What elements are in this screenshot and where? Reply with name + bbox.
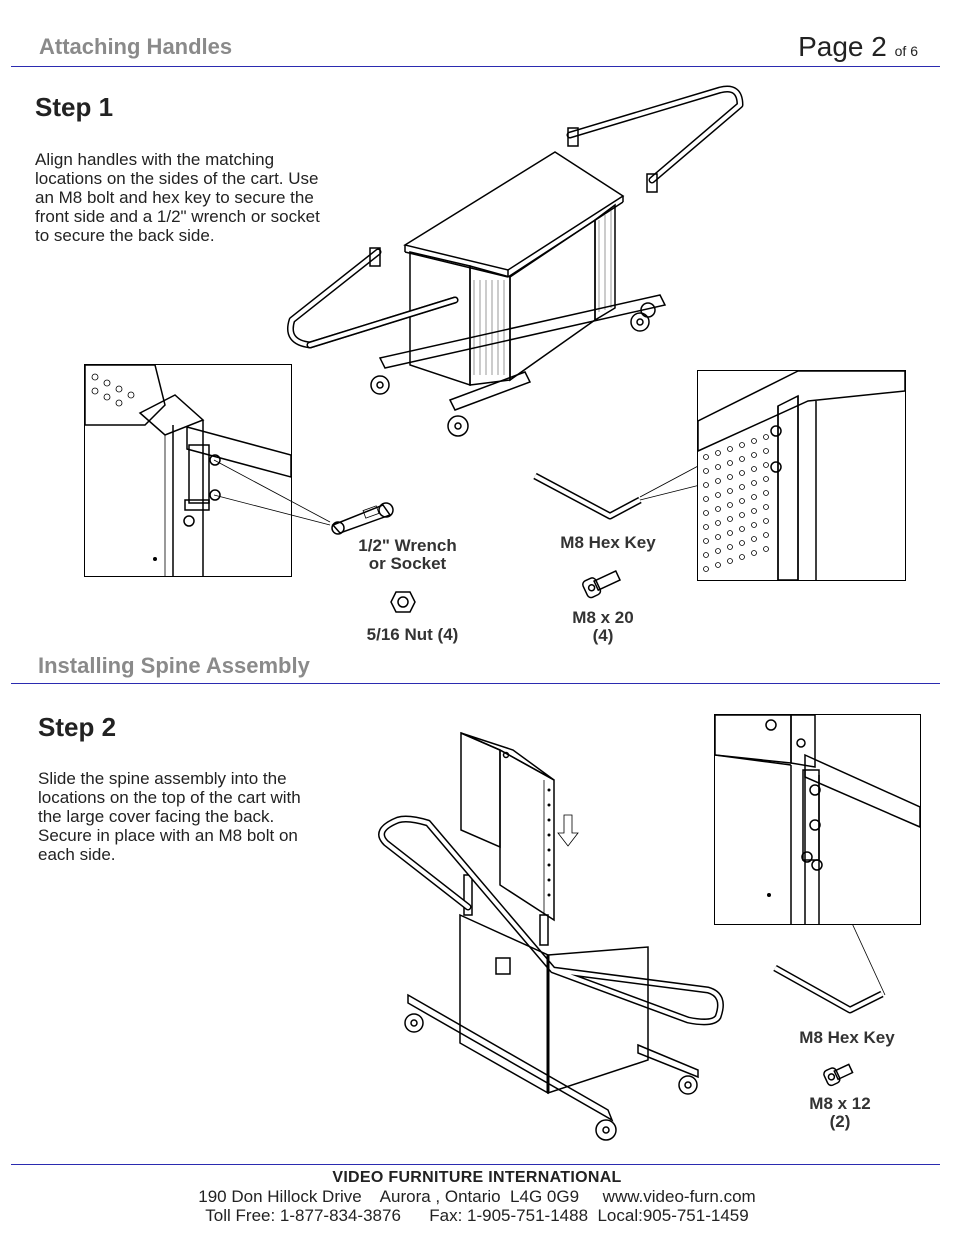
step2-instructions: Slide the spine assembly into the locati… bbox=[38, 769, 301, 864]
page-number: Page 2 of 6 bbox=[798, 31, 918, 63]
footer-phone: Toll Free: 1-877-834-3876 Fax: 1-905-751… bbox=[205, 1206, 749, 1225]
step2-detail-spine-bolt bbox=[714, 714, 921, 925]
section-title-installing-spine: Installing Spine Assembly bbox=[38, 653, 310, 678]
bolt-icon-step2 bbox=[823, 1063, 854, 1087]
cart-with-spine-illustration bbox=[378, 731, 724, 1141]
footer-rule bbox=[11, 1164, 940, 1165]
footer-company: VIDEO FURNITURE INTERNATIONAL bbox=[332, 1169, 622, 1186]
step1-detail-back-side bbox=[84, 364, 292, 577]
footer-address: 190 Don Hillock Drive Aurora , Ontario L… bbox=[198, 1187, 756, 1206]
step1-title: Step 1 bbox=[35, 92, 114, 122]
hex-key-label: M8 Hex Key bbox=[560, 533, 656, 552]
page-label: Page 2 bbox=[798, 31, 887, 62]
hex-key-icon bbox=[533, 472, 642, 520]
wrench-icon bbox=[331, 502, 394, 535]
bolt-m8x12-label: M8 x 12 (2) bbox=[809, 1094, 871, 1131]
hex-key-label-step2: M8 Hex Key bbox=[799, 1028, 895, 1047]
nut-icon bbox=[390, 591, 416, 613]
step1-instructions: Align handles with the matching location… bbox=[35, 150, 320, 245]
section-title-attaching-handles: Attaching Handles bbox=[39, 34, 233, 59]
bolt-icon bbox=[582, 569, 622, 599]
hex-key-icon-step2 bbox=[773, 964, 884, 1014]
page-of: of 6 bbox=[894, 43, 918, 59]
nut-label: 5/16 Nut (4) bbox=[366, 625, 459, 644]
step2-title: Step 2 bbox=[38, 712, 117, 742]
bolt-m8x20-label: M8 x 20 (4) bbox=[572, 608, 634, 645]
header-rule bbox=[11, 66, 940, 67]
wrench-label: 1/2" Wrench or Socket bbox=[358, 536, 457, 573]
step1-detail-front-side bbox=[697, 370, 906, 581]
section2-rule bbox=[11, 683, 940, 684]
cart-with-handles-illustration bbox=[287, 85, 744, 437]
